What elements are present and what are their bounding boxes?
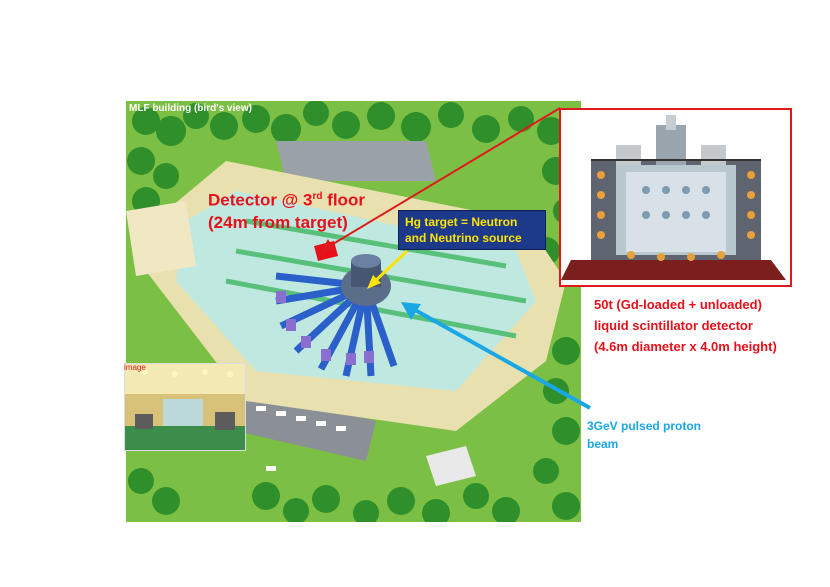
beam-line2: beam xyxy=(587,437,619,451)
beam-line1: 3GeV pulsed proton xyxy=(587,419,702,433)
detector-line1-suffix: floor xyxy=(322,190,365,210)
mlf-building-illustration xyxy=(126,101,581,522)
detector-cutaway-drawing xyxy=(561,110,790,285)
detector-spec-label: 50t (Gd-loaded + unloaded) liquid scinti… xyxy=(594,294,777,357)
detector-line2: (24m from target) xyxy=(208,212,348,232)
hall-photo-inset xyxy=(124,363,246,451)
spec-line3: (4.6m diameter x 4.0m height) xyxy=(594,339,777,354)
hg-target-box: Hg target = Neutron and Neutrino source xyxy=(398,210,546,250)
bird-view-label: MLF building (bird's view) xyxy=(129,103,252,114)
spec-line2: liquid scintillator detector xyxy=(594,318,753,333)
photo-image-tag: image xyxy=(124,363,146,372)
hg-line1: Hg target = Neutron xyxy=(405,215,518,229)
proton-beam-arrow xyxy=(401,302,591,410)
building-drawing xyxy=(126,101,581,522)
detector-cutaway-inset xyxy=(559,108,792,287)
detector-line1-prefix: Detector @ 3 xyxy=(208,190,313,210)
hall-photo xyxy=(125,364,245,450)
spec-line1: 50t (Gd-loaded + unloaded) xyxy=(594,297,762,312)
detector-line1-sup: rd xyxy=(312,191,323,202)
detector-location-label: Detector @ 3rd floor (24m from target) xyxy=(208,186,365,234)
proton-beam-label: 3GeV pulsed proton beam xyxy=(587,417,701,453)
detector-leader-line xyxy=(320,107,561,253)
hg-arrow xyxy=(367,249,409,289)
hg-line2: and Neutrino source xyxy=(405,231,522,245)
